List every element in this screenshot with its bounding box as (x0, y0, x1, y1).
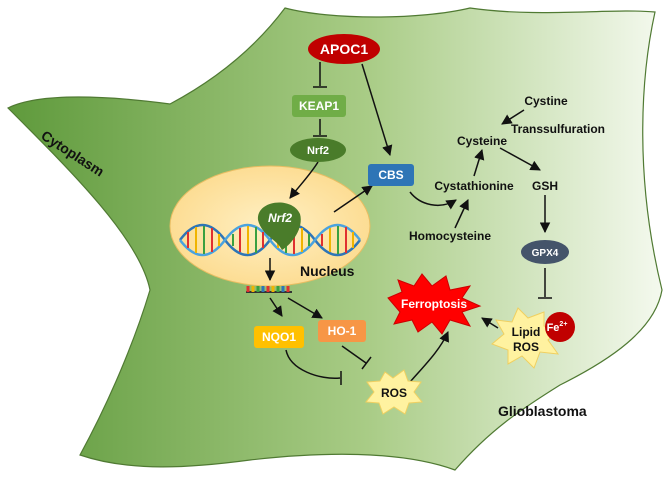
nucleus-label: Nucleus (300, 263, 355, 279)
connectors (264, 62, 552, 385)
ros-burst-icon (365, 369, 423, 415)
iron-ion-node (545, 312, 575, 342)
keap1-label: KEAP1 (299, 99, 339, 113)
apoc1-label: APOC1 (320, 41, 368, 57)
ho1-label: HO-1 (328, 324, 357, 338)
gpx4-node (521, 240, 569, 264)
iron-ion-base: Fe (547, 322, 560, 334)
mrna-icon (246, 286, 292, 293)
glioblastoma-label: Glioblastoma (498, 403, 587, 419)
ros-label: ROS (381, 386, 407, 400)
iron-ion-charge: 2+ (559, 321, 567, 328)
ho1-node (318, 320, 366, 342)
nrf2-nucleus-label: Nrf2 (268, 211, 292, 225)
iron-ion-label: Fe2+ (547, 321, 568, 334)
keap1-node (292, 95, 346, 117)
cbs-node (368, 164, 414, 186)
nrf2-nucleus-shape (257, 202, 301, 250)
lipid-ros-burst-icon (491, 307, 562, 369)
cysteine-label: Cysteine (457, 134, 507, 148)
nrf2-node (290, 138, 346, 162)
dna-helix-icon (179, 223, 361, 257)
apoc1-node (308, 34, 380, 64)
gpx4-label: GPX4 (532, 248, 559, 259)
lipid-ros-label-line1: Lipid (512, 325, 541, 339)
nqo1-label: NQO1 (262, 330, 296, 344)
ferroptosis-burst-icon (387, 273, 482, 335)
homocysteine-label: Homocysteine (409, 229, 491, 243)
transsulfuration-label: Transsulfuration (511, 122, 605, 136)
nqo1-node (254, 326, 304, 348)
cystine-label: Cystine (524, 94, 568, 108)
gsh-label: GSH (532, 179, 558, 193)
cystathionine-label: Cystathionine (434, 179, 514, 193)
lipid-ros-label-line2: ROS (513, 340, 539, 354)
ferroptosis-label: Ferroptosis (401, 297, 467, 311)
nrf2-label: Nrf2 (307, 145, 329, 157)
cbs-label: CBS (378, 168, 403, 182)
